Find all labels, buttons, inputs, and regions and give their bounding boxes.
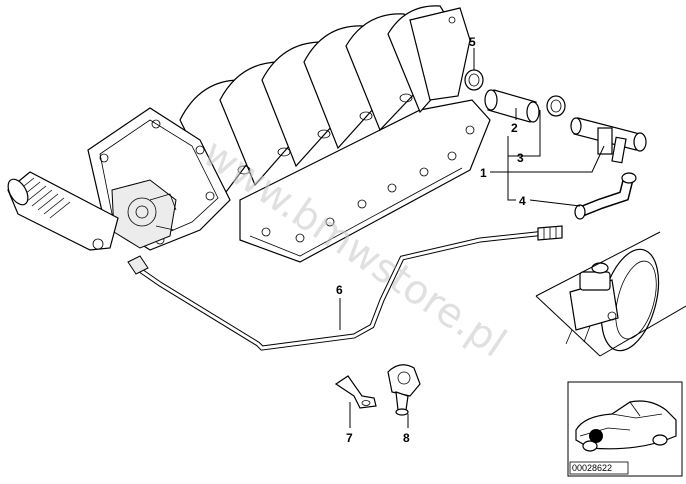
hose-clamp-5	[464, 69, 484, 91]
holder-8	[387, 364, 421, 416]
car-locator-inset: 00028622	[567, 381, 683, 477]
callout-1: 1	[480, 166, 487, 180]
callout-3: 3	[517, 151, 524, 165]
callout-7: 7	[346, 431, 353, 445]
reference-number: 00028622	[572, 463, 612, 473]
check-valve-1	[570, 117, 647, 164]
leader-lines	[339, 48, 686, 428]
vacuum-line	[127, 225, 563, 351]
bracket-7	[334, 375, 377, 409]
hose-clamp-3	[546, 95, 566, 117]
callout-8: 8	[403, 431, 410, 445]
callout-6: 6	[336, 283, 343, 297]
location-marker	[589, 429, 603, 443]
callout-4: 4	[519, 194, 526, 208]
brake-booster	[565, 248, 660, 352]
intake-boot	[7, 171, 119, 251]
callout-2: 2	[511, 121, 518, 135]
hose-piece-2	[484, 89, 540, 123]
callouts: 5 2 3 1 4 6 7 8	[336, 35, 526, 445]
callout-5: 5	[469, 35, 476, 49]
vacuum-hose-4	[574, 172, 637, 220]
intake-manifold	[179, 5, 491, 263]
